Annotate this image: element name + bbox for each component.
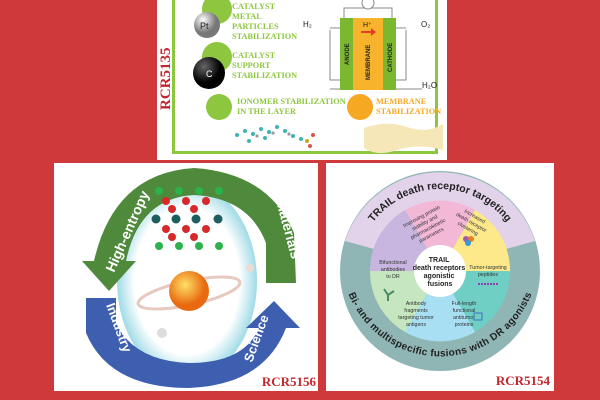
ionomer-molecule-icon <box>235 125 315 148</box>
membrane-sphere-icon <box>347 94 373 120</box>
fuel-cell-illustration: Pt C CATALYST METAL PARTICLES STABILIZAT… <box>193 0 443 154</box>
membrane-sheet-icon <box>364 123 443 154</box>
svg-text:RCR5156: RCR5156 <box>262 374 317 389</box>
ionomer-sphere-icon <box>206 94 232 120</box>
trail-fusions-wheel: TRAIL death receptors agonistic fusions … <box>340 171 551 388</box>
svg-text:MEMBRANE: MEMBRANE <box>366 45 372 80</box>
svg-text:MEMBRANE: MEMBRANE <box>376 97 427 106</box>
svg-text:H⁺: H⁺ <box>363 22 372 29</box>
center-circle <box>414 245 466 297</box>
membrane-layer <box>353 18 383 90</box>
svg-text:H₂O: H₂O <box>422 81 437 90</box>
outer-ring-top <box>345 172 535 249</box>
svg-text:CATALYST: CATALYST <box>232 2 276 11</box>
svg-text:Increaseddeath receptorcluster: Increaseddeath receptorclustering <box>451 206 491 241</box>
blue-cycle-arrow <box>86 298 300 388</box>
svg-text:Pt: Pt <box>200 21 209 31</box>
cover-code-vertical: RCR5135 <box>158 48 174 111</box>
crystal-lattice-icon <box>151 187 223 250</box>
receptor-cluster-icon <box>463 236 474 246</box>
anode-layer <box>340 18 353 90</box>
svg-text:PARTICLES: PARTICLES <box>232 22 279 31</box>
svg-text:STABILIZATION: STABILIZATION <box>232 32 297 41</box>
green-frame <box>172 0 438 154</box>
load-meter-icon <box>361 0 375 10</box>
svg-text:CATHODE: CATHODE <box>388 43 394 72</box>
svg-text:METAL: METAL <box>232 12 262 21</box>
svg-text:O₂: O₂ <box>421 20 430 29</box>
svg-text:TRAIL death receptors: TRAIL death receptors agonistic fusions <box>413 257 467 288</box>
protein-structure-icon <box>473 312 483 321</box>
cover-rcr5156: High-entropy Materials Industry Science … <box>54 163 318 391</box>
svg-text:C: C <box>206 69 213 79</box>
svg-text:ANODE: ANODE <box>345 43 351 65</box>
svg-text:IN THE LAYER: IN THE LAYER <box>237 107 297 116</box>
svg-text:H₂: H₂ <box>303 20 312 29</box>
svg-text:RCR5135: RCR5135 <box>158 48 174 111</box>
cover-rcr5135: RCR5135 Pt C CATALYST METAL PARTICLES ST… <box>157 0 447 160</box>
proton-arrow-icon <box>361 28 376 36</box>
svg-text:STABILIZATION: STABILIZATION <box>376 107 441 116</box>
antibody-icon <box>383 288 395 301</box>
segment-improving-stability <box>405 200 475 271</box>
green-cycle-arrow <box>82 168 296 291</box>
cathode-layer <box>383 18 396 90</box>
cover-rcr5154: TRAIL death receptors agonistic fusions … <box>326 163 554 391</box>
svg-text:SUPPORT: SUPPORT <box>232 61 271 70</box>
carbon-particle-icon <box>193 57 225 89</box>
svg-text:CATALYST: CATALYST <box>232 51 276 60</box>
svg-text:IONOMER STABILIZATION: IONOMER STABILIZATION <box>237 97 346 106</box>
svg-text:RCR5154: RCR5154 <box>496 373 551 388</box>
platinum-particle-icon <box>194 12 220 38</box>
high-entropy-illustration: High-entropy Materials Industry Science … <box>82 168 317 389</box>
sun-icon <box>169 271 209 311</box>
svg-text:STABILIZATION: STABILIZATION <box>232 71 297 80</box>
segment-full-length <box>405 271 475 342</box>
